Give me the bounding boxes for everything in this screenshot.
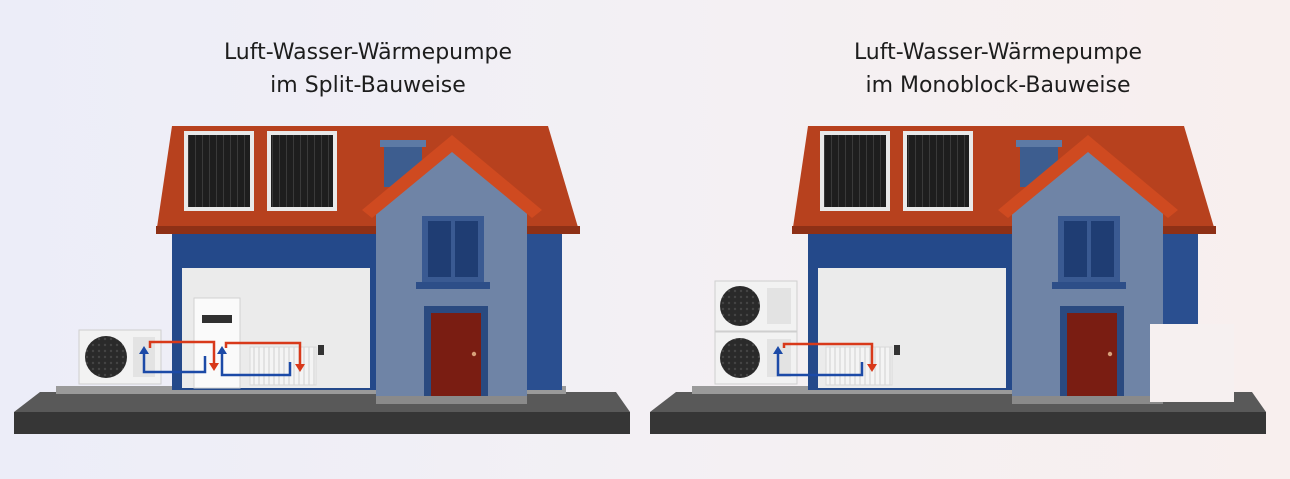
- flow-cold-lines: [776, 352, 864, 377]
- radiator: [825, 345, 900, 386]
- arrow-down-icon: [867, 364, 877, 372]
- window-sill: [1052, 282, 1126, 289]
- door-knob: [471, 351, 477, 357]
- arrow-up-icon: [217, 346, 227, 354]
- gable-roof-trim: [998, 135, 1178, 218]
- chimney-cap: [1016, 140, 1062, 147]
- solar-panel: [824, 135, 886, 207]
- monoblock-title-line-1: Luft-Wasser-Wärmepumpe: [853, 40, 1143, 65]
- door-step: [1012, 396, 1163, 404]
- flow-cold-lines: [142, 352, 292, 377]
- window-pane: [1064, 221, 1087, 277]
- house-wall-side: [527, 232, 562, 390]
- monoblock-house: [650, 126, 1266, 434]
- solar-panel: [271, 135, 333, 207]
- flow-hot-arrows: [209, 363, 305, 372]
- window-pane: [455, 221, 478, 277]
- ground-platform-edge: [650, 412, 1266, 434]
- arrow-down-icon: [295, 364, 305, 372]
- solar-panel: [188, 135, 250, 207]
- outdoor-heat-pump-unit: [78, 329, 162, 385]
- monoblock-diagram-title: Luft-Wasser-Wärmepumpe im Monoblock-Bauw…: [748, 36, 1248, 102]
- solar-panels: [820, 131, 973, 211]
- monoblock-outdoor-units: [714, 280, 798, 385]
- chimney-cap: [380, 140, 426, 147]
- split-house: [14, 126, 630, 434]
- fan-icon: [720, 338, 760, 378]
- window-pane: [1091, 221, 1114, 277]
- flow-cold-arrows: [773, 346, 783, 354]
- ground-platform-edge: [14, 412, 630, 434]
- arrow-up-icon: [773, 346, 783, 354]
- solar-panels: [184, 131, 337, 211]
- monoblock-title-line-2: im Monoblock-Bauweise: [865, 73, 1131, 98]
- wall-cutaway-patch: [1150, 324, 1234, 402]
- gable-roof-trim: [362, 135, 542, 218]
- flow-hot-lines: [148, 340, 302, 368]
- fan-icon: [720, 286, 760, 326]
- radiator: [249, 345, 324, 386]
- fan-icon: [85, 336, 127, 378]
- door-knob: [1107, 351, 1113, 357]
- split-title-line-2: im Split-Bauweise: [270, 73, 466, 98]
- split-diagram-title: Luft-Wasser-Wärmepumpe im Split-Bauweise: [118, 36, 618, 102]
- split-title-line-1: Luft-Wasser-Wärmepumpe: [223, 40, 513, 65]
- solar-panel: [907, 135, 969, 207]
- flow-hot-arrows: [867, 364, 877, 372]
- ground-platform: [14, 392, 630, 412]
- door-step: [376, 396, 527, 404]
- flow-cold-arrows: [139, 346, 227, 354]
- window-sill: [416, 282, 490, 289]
- window-pane: [428, 221, 451, 277]
- flow-hot-lines: [782, 342, 874, 368]
- arrow-down-icon: [209, 363, 219, 371]
- arrow-up-icon: [139, 346, 149, 354]
